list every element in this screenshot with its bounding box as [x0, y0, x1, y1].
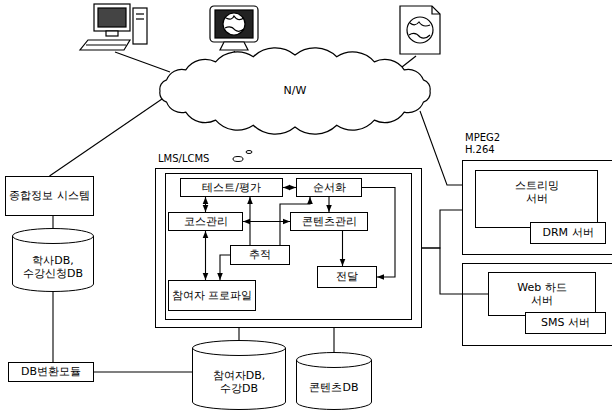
database-cylinder: 학사DB, 수강신청DB — [12, 228, 94, 292]
monitor-frame — [94, 4, 130, 31]
document-icon — [400, 6, 440, 54]
node-label: 추적 — [249, 248, 271, 261]
network-cloud: N/W — [150, 45, 440, 137]
cloud-outline — [160, 48, 430, 134]
connector — [333, 328, 334, 352]
process-box: 참여자 프로파일 — [168, 280, 256, 311]
monitor-base — [220, 42, 248, 50]
server-box: Web 하드 서버 — [488, 272, 596, 316]
cylinder-outline — [296, 352, 372, 410]
icon-wire — [402, 56, 416, 67]
monitor-frame — [210, 6, 258, 42]
computer-icon — [80, 4, 147, 50]
process-box: 추적 — [230, 245, 290, 265]
tower-slot — [136, 18, 144, 19]
globe — [407, 17, 433, 43]
process-box: 코스관리 — [168, 212, 243, 231]
page-fold — [432, 6, 440, 14]
document-page — [400, 6, 440, 54]
cylinder-rim — [297, 360, 372, 368]
connector — [362, 188, 395, 278]
globe-land — [225, 16, 244, 31]
connector — [50, 99, 163, 176]
bubble-mark — [233, 157, 243, 162]
server-box: DRM 서버 — [530, 222, 606, 244]
monitor-stand — [106, 31, 118, 36]
node-label: 참여자DB, 수강DB — [192, 369, 286, 395]
database-cylinder: 콘텐츠DB — [296, 352, 372, 410]
monitor-screen — [98, 8, 126, 27]
node-label: 학사DB, 수강신청DB — [12, 254, 94, 280]
connector — [420, 111, 462, 185]
globe-land — [409, 22, 430, 38]
connector — [422, 210, 462, 248]
connector — [328, 197, 329, 212]
connector — [52, 292, 53, 362]
cylinder-body — [13, 229, 94, 292]
node-label: 순서화 — [313, 181, 346, 194]
server-group-frame — [463, 264, 612, 346]
node-label: N/W — [284, 84, 307, 97]
connector — [205, 231, 206, 280]
bubble-mark — [246, 151, 252, 154]
node-label: 전달 — [336, 270, 358, 283]
lms-group: LMS/LCMS테스트/평가순서화코스관리콘텐츠관리추적전달참여자 프로파일 — [155, 168, 422, 328]
node-label: 참여자 프로파일 — [172, 289, 253, 302]
server-box: SMS 서버 — [525, 312, 606, 334]
process-box: 테스트/평가 — [180, 178, 283, 197]
process-box: 콘텐츠관리 — [290, 212, 368, 231]
cylinder-body — [193, 341, 286, 410]
module-box: DB변환모듈 — [8, 362, 94, 382]
node-label: 콘텐츠관리 — [302, 215, 357, 228]
node-label: 스트리밍 서버 — [505, 179, 569, 205]
connector — [283, 187, 296, 188]
server-box: 스트리밍 서버 — [475, 170, 598, 228]
connector — [52, 216, 53, 228]
node-label: DRM 서버 — [542, 226, 593, 239]
cylinder-rim — [193, 348, 286, 356]
node-label: 코스관리 — [184, 215, 228, 228]
node-label: 테스트/평가 — [202, 181, 261, 194]
icon-wire — [115, 52, 170, 72]
node-label: Web 하드 서버 — [510, 281, 574, 307]
connector — [342, 231, 343, 266]
process-box: 순서화 — [296, 178, 362, 197]
group-heading: LMS/LCMS — [158, 153, 209, 165]
node-label: DB변환모듈 — [21, 365, 81, 378]
pc-tower — [133, 8, 147, 44]
node-label: SMS 서버 — [541, 316, 590, 329]
node-label: 콘텐츠DB — [309, 381, 358, 394]
tower-slot — [136, 13, 144, 14]
globe — [223, 13, 245, 35]
streaming-group: MPEG2 H.264스트리밍 서버DRM 서버 — [462, 160, 612, 255]
keyboard-row — [86, 44, 126, 45]
globe-monitor-icon — [210, 6, 258, 50]
connector — [94, 371, 192, 372]
cylinder-body — [297, 353, 372, 410]
connector — [238, 328, 239, 340]
connector — [220, 255, 230, 280]
process-box: 전달 — [317, 266, 377, 288]
group-heading: MPEG2 H.264 — [465, 132, 517, 156]
node-label: 종합정보 시스템 — [9, 189, 90, 202]
connector — [249, 197, 250, 245]
monitor-screen — [215, 10, 253, 38]
cylinder-rim — [13, 236, 94, 244]
keyboard — [80, 40, 130, 50]
database-cylinder: 참여자DB, 수강DB — [192, 340, 286, 410]
system-box: 종합정보 시스템 — [5, 176, 94, 216]
connector — [205, 197, 206, 212]
